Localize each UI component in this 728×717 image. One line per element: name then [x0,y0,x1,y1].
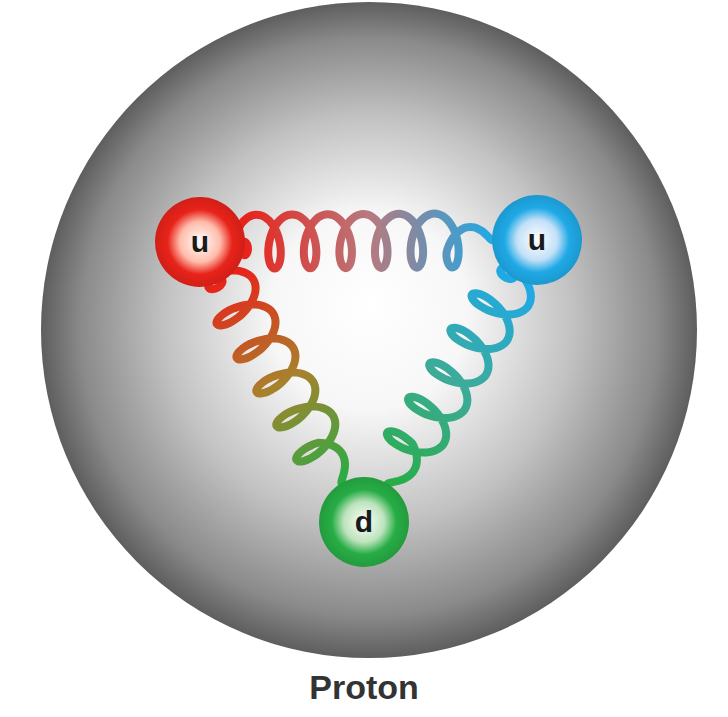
quark-disc [155,197,245,287]
gluon-spring [387,267,531,484]
quark-circle: u [154,196,246,288]
quark-label: u [191,227,209,257]
gluon-spring [238,214,493,269]
quark-circle: d [318,476,410,568]
quark-circle: u [491,194,583,286]
caption: Proton [0,668,728,707]
quark-label: u [528,225,546,255]
sphere-body [41,2,697,658]
quark-disc [492,195,582,285]
gluon-spring [208,270,345,484]
quark-label: d [355,507,373,537]
quark-disc [319,477,409,567]
